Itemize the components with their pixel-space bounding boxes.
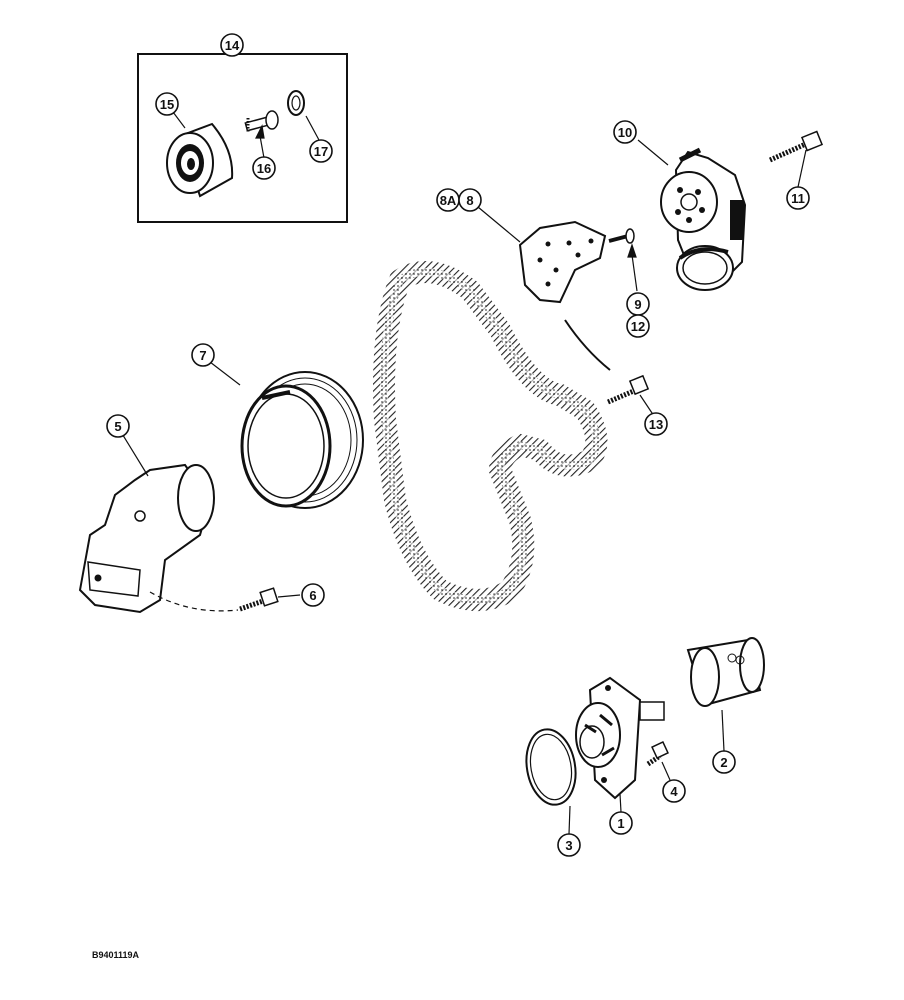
callout-3: 3	[557, 833, 581, 857]
water-pump	[575, 676, 665, 800]
belt-tensioner	[660, 147, 747, 291]
callout-2: 2	[712, 750, 736, 774]
callout-5: 5	[106, 414, 130, 438]
svg-text:2: 2	[720, 755, 727, 770]
svg-text:12: 12	[631, 319, 645, 334]
svg-text:4: 4	[670, 784, 678, 799]
callouts: 14 15 16 17 10 11 8A 8	[106, 33, 810, 857]
callout-7: 7	[191, 343, 215, 367]
callout-10: 10	[613, 120, 637, 144]
bracket	[518, 220, 607, 304]
callout-16: 16	[252, 156, 276, 180]
bracket-screw	[608, 228, 635, 244]
callout-15: 15	[155, 92, 179, 116]
svg-text:15: 15	[160, 97, 174, 112]
sleeve	[686, 637, 765, 707]
svg-text:14: 14	[225, 38, 240, 53]
seal-ring	[525, 728, 577, 806]
callout-14: 14	[220, 33, 244, 57]
svg-text:8A: 8A	[440, 193, 457, 208]
pump-bolt	[646, 741, 669, 767]
idler-bolt	[244, 110, 279, 132]
figure-id: B9401119A	[92, 950, 140, 960]
water-outlet-elbow	[78, 463, 215, 614]
leader-lines	[120, 111, 807, 835]
idler-washer	[287, 90, 305, 116]
callout-1: 1	[609, 811, 633, 835]
svg-text:7: 7	[199, 348, 206, 363]
idler-pulley	[166, 122, 234, 198]
callout-4: 4	[662, 779, 686, 803]
svg-text:17: 17	[314, 144, 328, 159]
svg-text:5: 5	[114, 419, 121, 434]
callout-9: 9	[626, 292, 650, 316]
callout-6: 6	[301, 583, 325, 607]
callout-8a: 8A	[436, 188, 460, 212]
svg-text:11: 11	[791, 191, 805, 206]
svg-text:16: 16	[257, 161, 271, 176]
crankshaft-pulley	[240, 371, 364, 509]
elbow-bolt	[239, 587, 279, 612]
svg-text:3: 3	[565, 838, 572, 853]
serpentine-belt	[373, 261, 608, 611]
svg-text:10: 10	[618, 125, 632, 140]
svg-text:1: 1	[617, 816, 624, 831]
callout-13: 13	[644, 412, 668, 436]
tensioner-bolt	[768, 130, 824, 163]
svg-text:13: 13	[649, 417, 663, 432]
svg-text:6: 6	[309, 588, 316, 603]
bolt-13	[607, 374, 650, 405]
callout-12: 12	[626, 314, 650, 338]
callout-8: 8	[458, 188, 482, 212]
svg-text:8: 8	[466, 193, 473, 208]
callout-17: 17	[309, 139, 333, 163]
callout-11: 11	[786, 186, 810, 210]
svg-text:9: 9	[634, 297, 641, 312]
